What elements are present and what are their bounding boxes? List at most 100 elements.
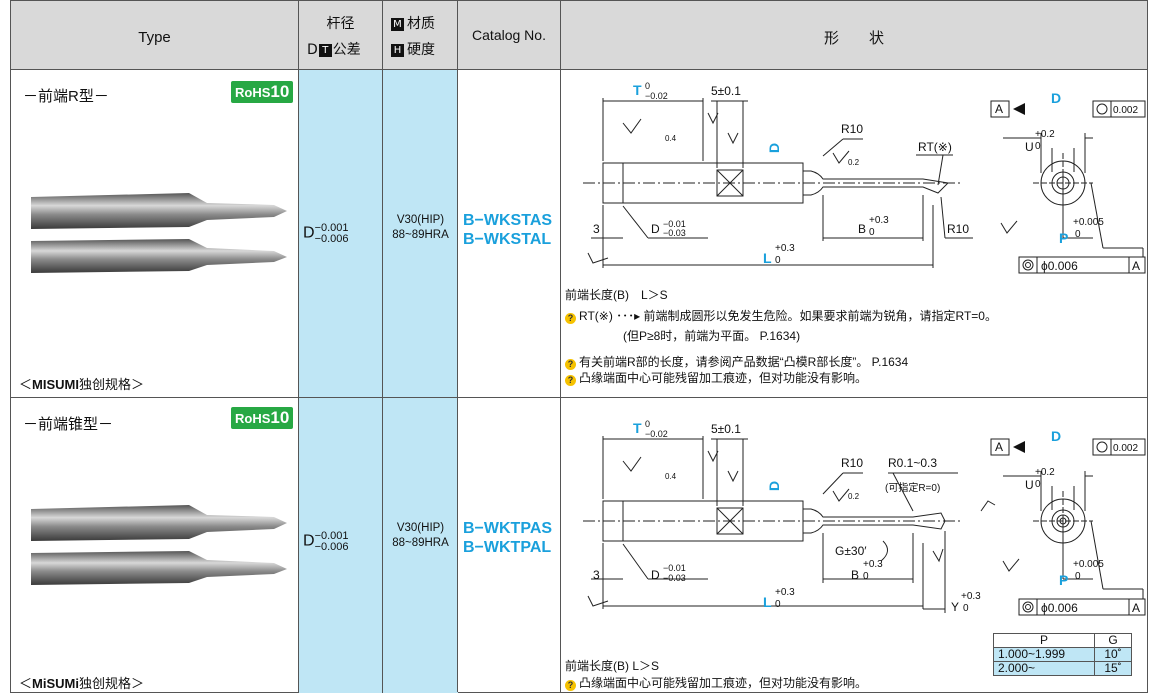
row1-note-3: (但P≥8时，前端为平面。 P.1634) [623, 329, 801, 343]
row2-material: V30(HIP)88~89HRA [392, 522, 449, 549]
svg-text:D: D [1051, 428, 1061, 444]
row1-note-4: ?有关前端R部的长度，请参阅产品数据“凸模R部长度”。 P.1634 [565, 353, 908, 370]
info-icon: ? [565, 359, 576, 370]
dim-Dtol: D [651, 568, 660, 582]
runout-value: ϕ0.006 [1041, 601, 1078, 615]
svg-text:+0.2: +0.2 [1035, 467, 1055, 478]
svg-text:−0.03: −0.03 [663, 228, 686, 238]
row1-note-1: 前端长度(B) L＞S [565, 288, 668, 302]
svg-text:0: 0 [869, 227, 875, 238]
header-catalog: Catalog No. [472, 27, 546, 43]
row1-tolerance: D−0.001−0.006 [303, 222, 349, 245]
dim-T: T [633, 82, 642, 98]
header-shank-dia: 杆径 [326, 16, 355, 32]
dim-B: B [851, 568, 859, 582]
tol-column-bg-2 [299, 398, 382, 693]
flatness-value: 0.002 [1113, 105, 1138, 116]
row1-product-photo [31, 193, 287, 273]
svg-text:+0.3: +0.3 [775, 243, 795, 254]
header-shape: 形 状 [823, 29, 884, 47]
datum-A: A [995, 102, 1003, 116]
dim-5: 5±0.1 [711, 422, 741, 436]
svg-text:0.4: 0.4 [665, 134, 677, 143]
svg-text:0: 0 [775, 599, 781, 610]
dim-D: D [766, 143, 782, 153]
hardness-badge-icon: H [391, 44, 404, 57]
row2-tolerance: D−0.001−0.006 [303, 530, 349, 553]
dim-D: D [766, 481, 782, 491]
dim-Dtol: D [651, 222, 660, 236]
tol-column-bg-1 [299, 70, 382, 397]
svg-text:+0.3: +0.3 [961, 591, 981, 602]
material-column-bg-2 [383, 398, 458, 693]
flatness-value: 0.002 [1113, 443, 1138, 454]
svg-text:A: A [1132, 259, 1140, 273]
header-type: Type [138, 29, 171, 46]
info-icon: ? [565, 375, 576, 386]
row2-title: －前端锥型－ [23, 416, 114, 433]
svg-text:−0.02: −0.02 [645, 91, 668, 101]
material-badge-icon: M [391, 18, 404, 31]
dim-B: B [858, 222, 866, 236]
dim-R01: R0.1~0.3 [888, 456, 937, 470]
row1-title: －前端R型－ [23, 88, 109, 105]
row2-drawing: T 0 −0.02 5±0.1 R10 R0.1~0.3 (可指定R=0) D … [583, 419, 1146, 616]
svg-text:0: 0 [645, 81, 650, 91]
catalog-wktpas: B−WKTPAS [463, 520, 553, 537]
svg-text:0: 0 [863, 571, 869, 582]
dim-5: 5±0.1 [711, 84, 741, 98]
svg-text:−0.02: −0.02 [645, 429, 668, 439]
svg-text:0: 0 [645, 419, 650, 429]
row2-footer: ＜MiSUMi独创规格＞ [19, 676, 144, 691]
dim-R10b: R10 [947, 222, 969, 236]
row1-drawing: T 0 −0.02 5±0.1 R10 RT(※) D 3 D −0.01 −0… [583, 81, 1146, 274]
row2-note-2: ?凸缘端面中心可能残留加工痕迹，但对功能没有影响。 [565, 674, 867, 691]
svg-text:−0.03: −0.03 [663, 573, 686, 583]
row1-catalog: B−WKSTAS B−WKSTAL [463, 211, 552, 249]
svg-text:+0.3: +0.3 [863, 559, 883, 570]
row1-footer: ＜MISUMI独创规格＞ [19, 377, 144, 392]
row2-note-1: 前端长度(B) L＞S [565, 659, 660, 673]
svg-text:D: D [1051, 90, 1061, 106]
catalog-wkstal: B−WKSTAL [463, 231, 552, 248]
info-icon: ? [565, 313, 576, 324]
dim-L: L [763, 250, 772, 266]
svg-text:0: 0 [1075, 571, 1081, 582]
dim-R10: R10 [841, 456, 863, 470]
svg-text:0: 0 [1075, 229, 1081, 240]
dim-RT: RT(※) [918, 140, 952, 154]
dim-P: P [1059, 572, 1068, 588]
svg-text:0.2: 0.2 [848, 158, 860, 167]
dim-3: 3 [593, 222, 600, 236]
svg-text:−0.01: −0.01 [663, 219, 686, 229]
svg-text:0: 0 [963, 603, 969, 614]
svg-text:−0.01: −0.01 [663, 563, 686, 573]
dim-T: T [633, 420, 642, 436]
dim-P: P [1059, 230, 1068, 246]
header-background [11, 1, 1147, 69]
info-icon: ? [565, 680, 576, 691]
svg-text:+0.005: +0.005 [1073, 217, 1104, 228]
dim-L: L [763, 594, 772, 610]
dim-G-angle: G±30′ [835, 544, 867, 558]
catalog-wkstas: B−WKSTAS [463, 212, 553, 229]
dim-U: U [1025, 478, 1034, 492]
row1-material: V30(HIP)88~89HRA [392, 214, 449, 241]
svg-text:0.2: 0.2 [848, 492, 860, 501]
svg-text:0: 0 [1035, 479, 1041, 490]
row2-rohs-badge: RoHS10 [231, 407, 294, 429]
svg-text:0: 0 [1035, 141, 1041, 152]
dim-Y: Y [951, 600, 959, 614]
tol-badge-icon: T [318, 44, 332, 57]
material-column-bg-1 [383, 70, 458, 397]
row1-rohs-badge: RoHS10 [231, 81, 294, 103]
svg-text:+0.3: +0.3 [775, 587, 795, 598]
svg-text:+0.005: +0.005 [1073, 559, 1104, 570]
row2-product-photo [31, 505, 287, 585]
